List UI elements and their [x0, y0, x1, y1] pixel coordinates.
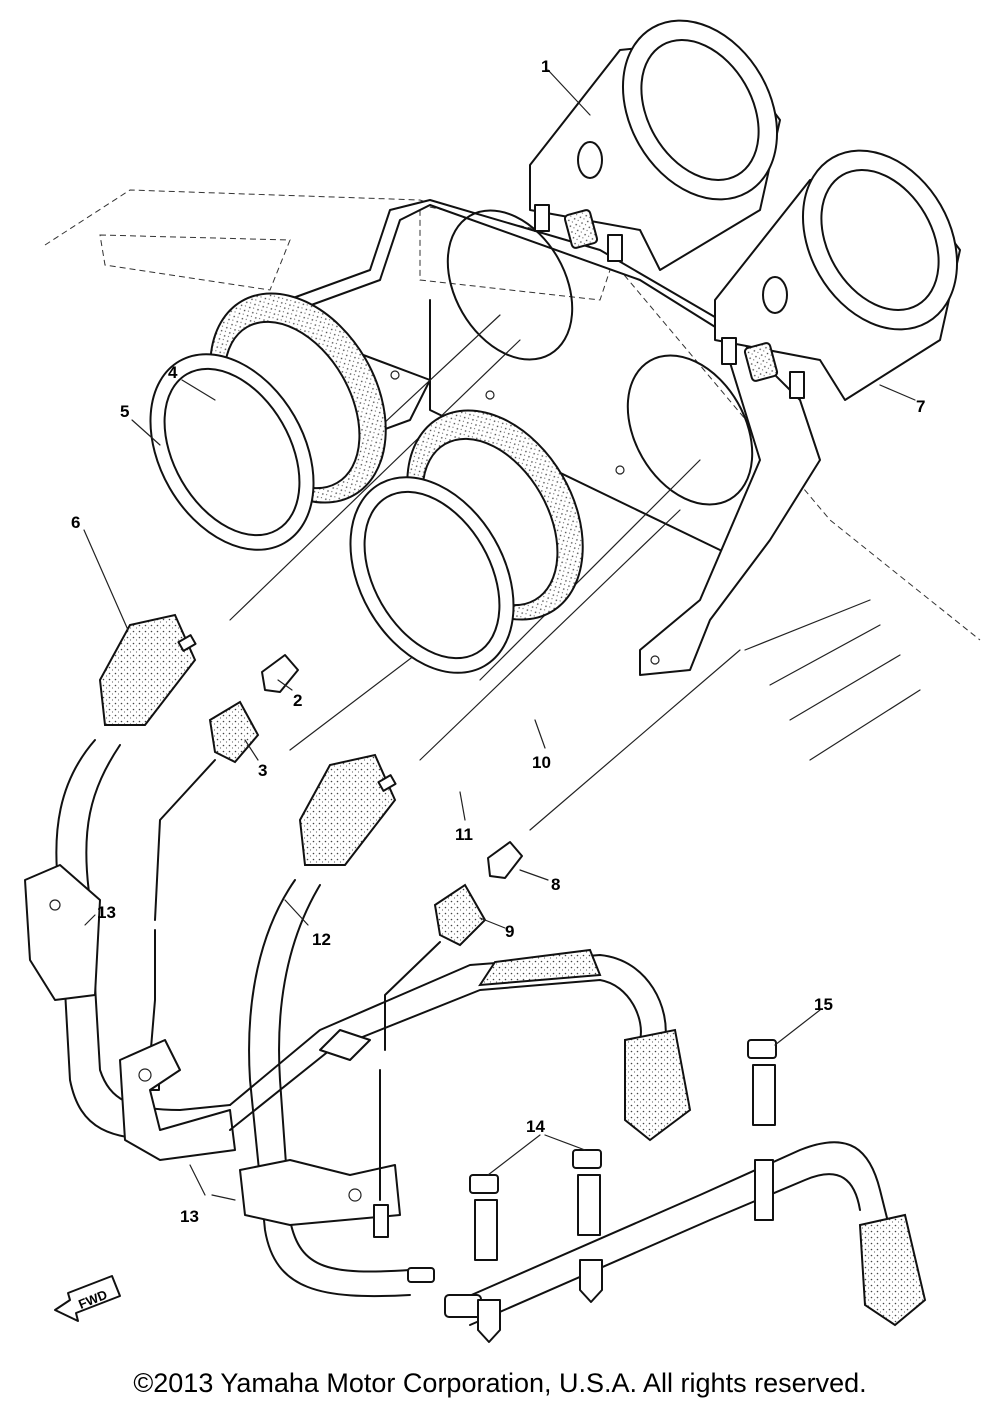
speedometer-meter-1: [530, 0, 808, 270]
callout-8: 8: [551, 875, 560, 894]
callout-13-lower: 13: [180, 1207, 199, 1226]
callout-14: 14: [526, 1117, 545, 1136]
bulb-socket-9: [374, 885, 485, 1237]
callout-6: 6: [71, 513, 80, 532]
bulb-socket-3: [145, 702, 258, 1090]
callout-2: 2: [293, 691, 302, 710]
callout-10: 10: [532, 753, 551, 772]
tachometer-meter-7: [715, 123, 988, 400]
wire-connector-14: [470, 1150, 602, 1342]
callout-5: 5: [120, 402, 129, 421]
forward-direction-arrow-icon: FWD: [55, 1276, 120, 1321]
cable-clamp-13-lower: [120, 1040, 400, 1225]
meter-assembly-exploded-diagram: FWD 1 2 3 4 5 6 7 8 9 10 11: [0, 0, 1000, 1360]
wire-connector-15: [748, 1040, 776, 1220]
meter-lens-ring-11: [317, 448, 547, 702]
callout-3: 3: [258, 761, 267, 780]
callout-7: 7: [916, 397, 925, 416]
callout-labels: 1 2 3 4 5 6 7 8 9 10 11 12 13: [71, 57, 925, 1226]
wire-harness-lead: [445, 1142, 925, 1325]
bulb-2: [262, 655, 298, 692]
callout-12: 12: [312, 930, 331, 949]
main-meter-cable: [230, 950, 690, 1140]
callout-9: 9: [505, 922, 514, 941]
meter-lens-ring-5: [117, 325, 347, 579]
callout-4: 4: [168, 363, 178, 382]
callout-11: 11: [455, 825, 473, 844]
callout-15: 15: [814, 995, 833, 1014]
bulb-8: [488, 842, 522, 878]
callout-13-upper: 13: [97, 903, 116, 922]
callout-1: 1: [541, 57, 550, 76]
meter-cable-12: [249, 755, 434, 1296]
cable-clamp-13-upper: [25, 865, 100, 1000]
copyright-notice: ©2013 Yamaha Motor Corporation, U.S.A. A…: [133, 1368, 867, 1398]
